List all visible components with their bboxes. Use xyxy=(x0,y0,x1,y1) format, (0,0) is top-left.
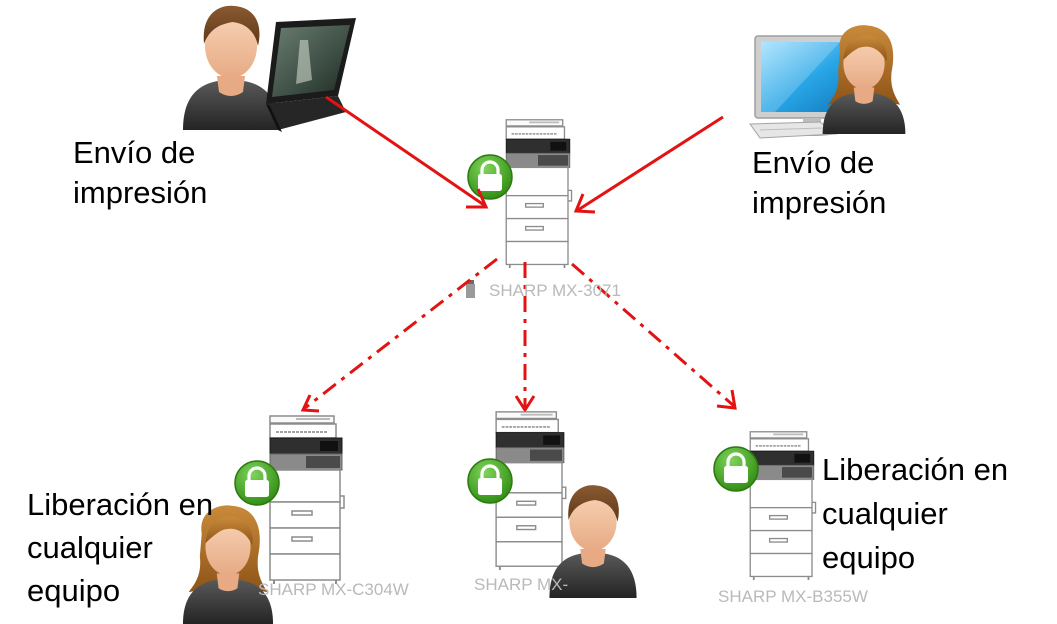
right-printer-model: SHARP MX-B355W xyxy=(718,587,868,606)
toner-small-icon xyxy=(466,280,475,298)
user-icon xyxy=(183,5,279,130)
lock-icon xyxy=(466,457,514,505)
lock-icon xyxy=(233,459,281,507)
lock-icon xyxy=(466,153,514,201)
send-label-right-line1: Envío de xyxy=(752,145,875,180)
left-printer-model: SHARP MX-C304W xyxy=(258,580,409,599)
release-label-right-line2: cualquier xyxy=(822,496,948,531)
send-label-left-line2: impresión xyxy=(73,175,208,210)
laptop-icon xyxy=(266,18,356,132)
printer-icon xyxy=(505,118,573,268)
send-label-left-line1: Envío de xyxy=(73,135,196,170)
middle-printer-model: SHARP MX- xyxy=(474,575,569,594)
release-label-right-line3: equipo xyxy=(822,540,916,575)
send-label-left: Envío de impresión xyxy=(73,133,207,213)
send-label-right-line2: impresión xyxy=(752,185,887,220)
release-label-right: Liberación en cualquier equipo xyxy=(822,448,1008,580)
printer-icon xyxy=(269,415,345,584)
send-arrows xyxy=(325,95,724,214)
release-label-right-line1: Liberación en xyxy=(822,452,1009,487)
release-label-left-line3: equipo xyxy=(27,573,121,608)
central-printer-model: SHARP MX-3071 xyxy=(489,281,621,300)
release-label-left-line1: Liberación en xyxy=(27,487,214,522)
lock-icon xyxy=(712,445,760,493)
send-label-right: Envío de impresión xyxy=(752,143,886,223)
release-label-left-line2: cualquier xyxy=(27,530,153,565)
release-arrows xyxy=(300,257,737,413)
printer-icon xyxy=(749,430,817,580)
release-label-left: Liberación en cualquier equipo xyxy=(27,483,213,612)
